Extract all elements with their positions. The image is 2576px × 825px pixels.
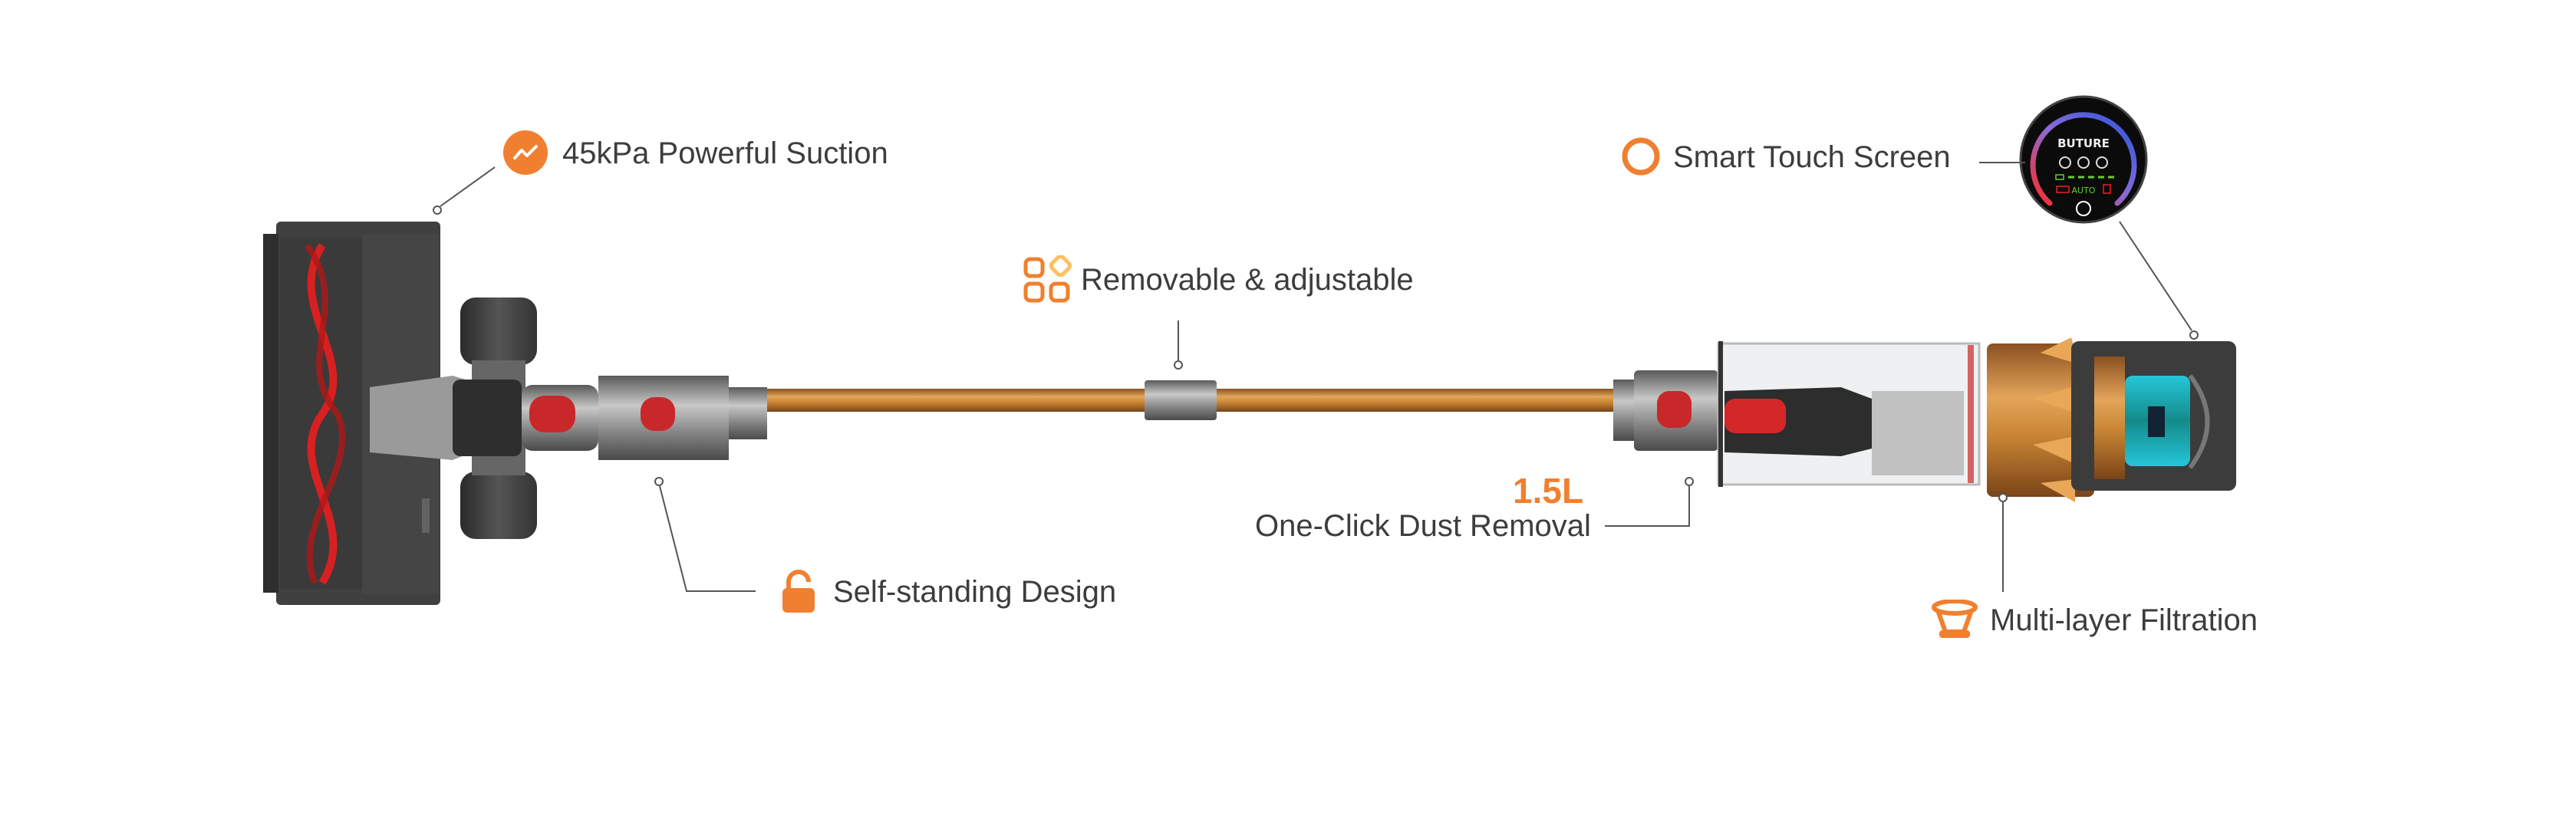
wand-joint <box>1145 380 1217 420</box>
screen-brand: BUTURE <box>2057 136 2110 150</box>
feature-removable-label: Removable & adjustable <box>1081 263 1414 297</box>
filter-cup-icon <box>1932 600 1978 638</box>
feature-standing-label: Self-standing Design <box>833 575 1117 609</box>
feature-dust-label: One-Click Dust Removal <box>1255 509 1591 543</box>
battery-icon <box>2055 174 2064 180</box>
feature-touch-label: Smart Touch Screen <box>1673 140 1951 174</box>
touch-screen: BUTURE AUTO <box>2019 95 2148 224</box>
brush-roll-icon <box>2056 186 2070 193</box>
dust-capacity-value: 1.5L <box>1513 471 1584 511</box>
lock-icon <box>782 570 815 613</box>
fan-icons <box>2059 156 2108 169</box>
feature-filtration-label: Multi-layer Filtration <box>1990 603 2258 637</box>
callout-lines <box>433 162 2199 592</box>
neck-joint <box>370 376 767 460</box>
ring-icon <box>1622 137 1660 176</box>
screen-mode: AUTO <box>2072 186 2096 196</box>
modules-grid-icon <box>1023 255 1072 303</box>
trash-icon <box>2103 184 2111 194</box>
feature-suction-label: 45kPa Powerful Suction <box>562 136 888 170</box>
switch-icon <box>2076 201 2091 216</box>
main-body <box>1613 337 2236 502</box>
trend-up-icon <box>503 130 548 175</box>
